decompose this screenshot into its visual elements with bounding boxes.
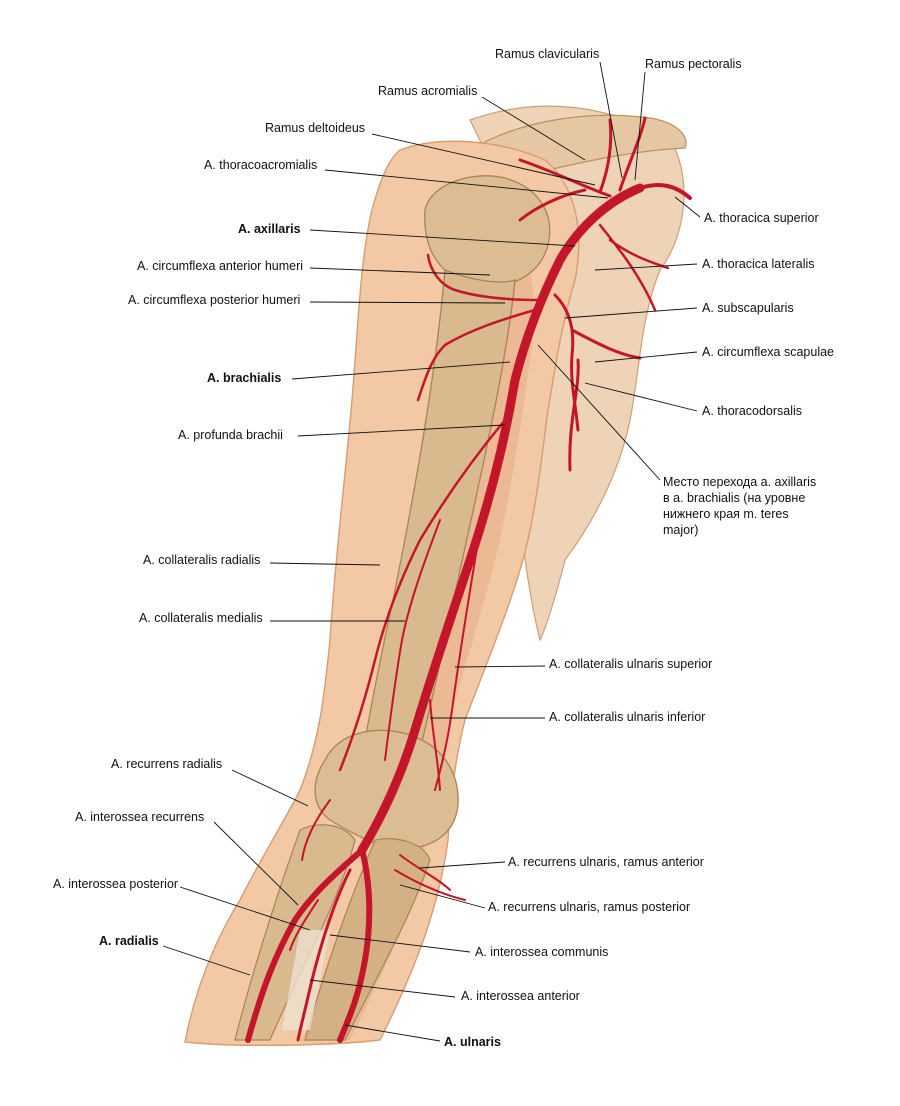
label-a-thoracodorsalis: A. thoracodorsalis [702,404,802,418]
leader-profunda-brachii [297,424,506,437]
label-a-collateralis-ulnaris-inferior: A. collateralis ulnaris inferior [549,710,705,724]
leader-collateralis-ulnaris-superior [454,665,546,668]
label-a-radialis: A. radialis [99,934,159,948]
label-a-circumflexa-anterior-humeri: A. circumflexa anterior humeri [137,259,303,273]
label-transition-line3: нижнего края m. teres [663,507,789,521]
label-a-interossea-posterior: A. interossea posterior [53,877,178,891]
label-a-thoracica-lateralis: A. thoracica lateralis [702,257,815,271]
leader-thoracica-superior [674,196,701,218]
labels: Ramus clavicularis Ramus pectoralis Ramu… [53,47,834,1049]
leader-circumflexa-anterior [309,267,491,276]
humerus-head-shape [424,175,551,287]
artery-radialis [245,847,365,1043]
label-a-subscapularis: A. subscapularis [702,301,794,315]
label-ramus-acromialis: Ramus acromialis [378,84,477,98]
leader-subscapularis [564,307,698,319]
leader-ulnaris [344,1024,441,1042]
leader-ramus-deltoideus [371,133,596,186]
label-transition-line4: major) [663,523,698,537]
label-a-profunda-brachii: A. profunda brachii [178,428,283,442]
arteries-group [245,116,692,1043]
artery-profunda-brachii [338,418,507,772]
leader-interossea-posterior [179,886,311,931]
label-a-collateralis-ulnaris-superior: A. collateralis ulnaris superior [549,657,712,671]
leader-ramus-acromialis [481,96,586,161]
leader-recurrens-ulnaris-posterior [399,884,486,909]
label-a-recurrens-ulnaris-posterior: A. recurrens ulnaris, ramus posterior [488,900,690,914]
label-a-collateralis-radialis: A. collateralis radialis [143,553,260,567]
elbow-shape [314,729,459,849]
leader-interossea-communis [329,934,471,953]
label-a-brachialis: A. brachialis [207,371,281,385]
label-transition-line1: Место перехода a. axillaris [663,475,816,489]
artery-recurrens [289,799,466,951]
label-a-interossea-recurrens: A. interossea recurrens [75,810,204,824]
leader-radialis [162,945,251,976]
artery-axillaris-brachialis [357,183,645,855]
artery-circumflexa-humeri [416,253,542,402]
label-a-thoracica-superior: A. thoracica superior [704,211,819,225]
label-ramus-clavicularis: Ramus clavicularis [495,47,599,61]
label-a-axillaris: A. axillaris [238,222,301,236]
label-a-recurrens-ulnaris-anterior: A. recurrens ulnaris, ramus anterior [508,855,704,869]
label-ramus-pectoralis: Ramus pectoralis [645,57,742,71]
label-a-collateralis-medialis: A. collateralis medialis [139,611,263,625]
label-a-ulnaris: A. ulnaris [444,1035,501,1049]
artery-thoracica-superior [638,183,692,200]
label-a-circumflexa-scapulae: A. circumflexa scapulae [702,345,834,359]
leader-ramus-clavicularis [599,61,623,179]
leader-interossea-anterior [309,979,456,998]
leader-recurrens-radialis [231,769,309,807]
leader-thoracoacromialis [324,169,609,199]
label-a-recurrens-radialis: A. recurrens radialis [111,757,222,771]
artery-interossea [296,868,352,1042]
label-a-circumflexa-posterior-humeri: A. circumflexa posterior humeri [128,293,300,307]
artery-subscapularis [553,293,642,472]
leader-thoracica-lateralis [594,263,698,271]
leader-collateralis-radialis [269,562,381,566]
leader-transition [537,344,661,481]
artery-ulnaris [337,847,373,1043]
leader-axillaris [309,229,576,247]
leader-recurrens-ulnaris-anterior [419,861,506,869]
label-transition-line2: в a. brachialis (на уровне [663,491,805,505]
leader-brachialis [291,361,511,380]
label-a-interossea-anterior: A. interossea anterior [461,989,580,1003]
leader-circumflexa-scapulae [594,351,698,363]
label-a-thoracoacromialis: A. thoracoacromialis [204,158,317,172]
leader-circumflexa-posterior [309,301,506,304]
artery-thoracoacromialis [518,116,647,222]
leader-ramus-pectoralis [634,71,646,181]
leader-lines [162,61,701,1042]
artery-collateralis-ulnaris [429,529,481,791]
label-a-interossea-communis: A. interossea communis [475,945,608,959]
label-ramus-deltoideus: Ramus deltoideus [265,121,365,135]
leader-thoracodorsalis [584,382,698,412]
leader-interossea-recurrens [213,821,299,906]
artery-collateralis-medialis [384,519,441,761]
